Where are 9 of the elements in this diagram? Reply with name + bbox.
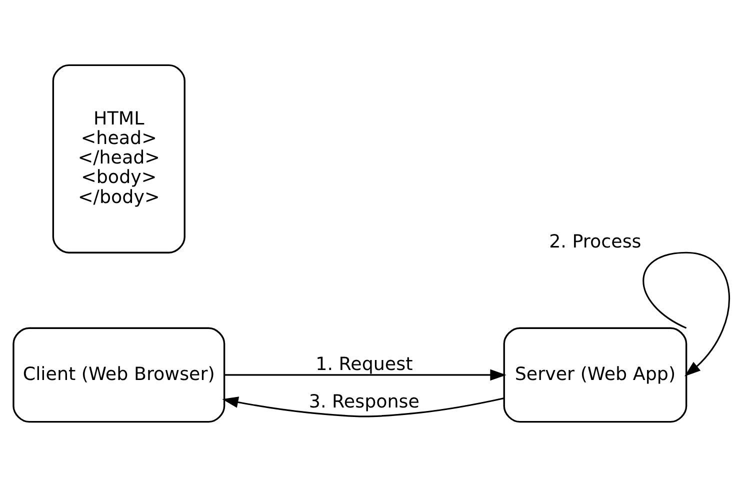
node-box: Server (Web App) bbox=[503, 326, 688, 422]
arrow bbox=[224, 368, 506, 380]
node-box: HTML <head> </head> <body> </body> bbox=[52, 64, 186, 253]
node-box: Client (Web Browser) bbox=[12, 326, 226, 422]
edge-label: 2. Process bbox=[549, 231, 642, 252]
edge-label: 3. Response bbox=[308, 391, 420, 412]
arrow bbox=[222, 396, 504, 417]
edge-label: 1. Request bbox=[316, 354, 413, 374]
arrow bbox=[642, 251, 730, 376]
